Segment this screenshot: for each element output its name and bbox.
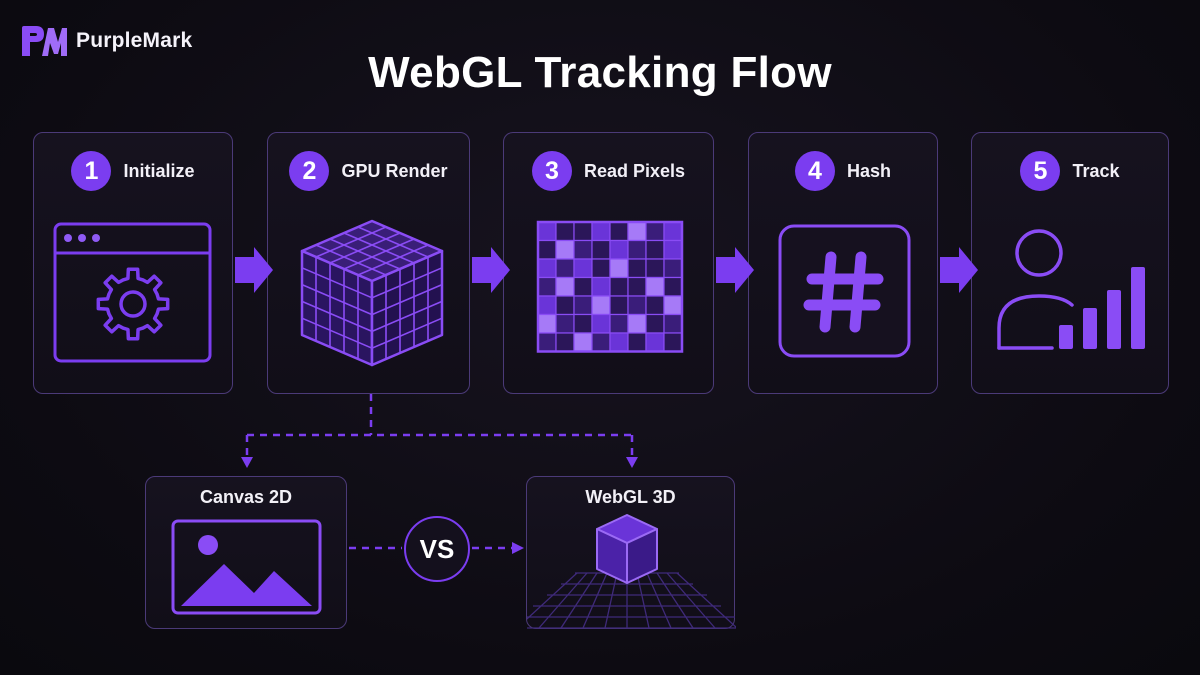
webgl-3d-card: WebGL 3D (526, 476, 736, 629)
step-card-gpu-render: 2 GPU Render (267, 132, 470, 394)
page-title: WebGL Tracking Flow (368, 48, 832, 97)
arrow-right-icon (472, 247, 510, 293)
step-number: 3 (531, 151, 572, 191)
image-icon (171, 519, 322, 615)
cube-on-grid-icon (527, 514, 736, 629)
arrow-right-icon (235, 247, 273, 293)
webgl-3d-label: WebGL 3D (585, 487, 676, 507)
canvas-2d-label: Canvas 2D (199, 487, 293, 507)
arrow-right-icon (716, 247, 754, 293)
grid-cube-icon (300, 219, 444, 367)
pixel-grid-icon (536, 220, 684, 353)
step-label: GPU Render (341, 160, 448, 181)
arrow-right-icon (940, 247, 978, 293)
step-card-track: 5 Track (971, 132, 1169, 394)
arrow-down-icon (241, 457, 253, 468)
hash-icon (778, 224, 911, 358)
step-number: 4 (794, 151, 835, 191)
step-header: 5 Track (972, 151, 1168, 191)
step-number: 2 (289, 151, 330, 191)
step-card-hash: 4 Hash (748, 132, 938, 394)
step-label: Read Pixels (583, 160, 686, 181)
vs-badge: VS (404, 516, 470, 582)
step-number: 5 (1020, 151, 1061, 191)
step-header: 3 Read Pixels (504, 151, 713, 191)
step-label: Track (1072, 160, 1120, 181)
step-label: Initialize (123, 160, 195, 181)
browser-gear-icon (53, 222, 212, 363)
step-label: Hash (846, 160, 891, 181)
brand-name: PurpleMark (76, 29, 193, 52)
step-header: 4 Hash (749, 151, 937, 191)
step-header: 1 Initialize (34, 151, 232, 191)
step-card-initialize: 1 Initialize (33, 132, 233, 394)
brand[interactable]: PurpleMark (20, 24, 192, 58)
arrow-right-small-icon (512, 542, 524, 554)
pm-logo-icon (22, 26, 67, 56)
step-number: 1 (71, 151, 112, 191)
step-header: 2 GPU Render (268, 151, 469, 191)
arrow-down-icon (626, 457, 638, 468)
step-card-read-pixels: 3 Read Pixels (503, 132, 714, 394)
canvas-2d-card: Canvas 2D (145, 476, 347, 629)
user-chart-icon (997, 229, 1145, 350)
